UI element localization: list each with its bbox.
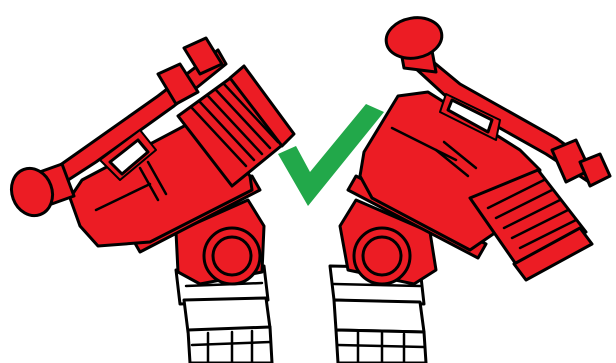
left-camera xyxy=(5,38,294,363)
right-camera xyxy=(330,13,610,363)
right-eyepiece xyxy=(383,13,445,72)
left-eyepiece xyxy=(5,163,74,222)
right-side-accessory xyxy=(552,140,610,186)
